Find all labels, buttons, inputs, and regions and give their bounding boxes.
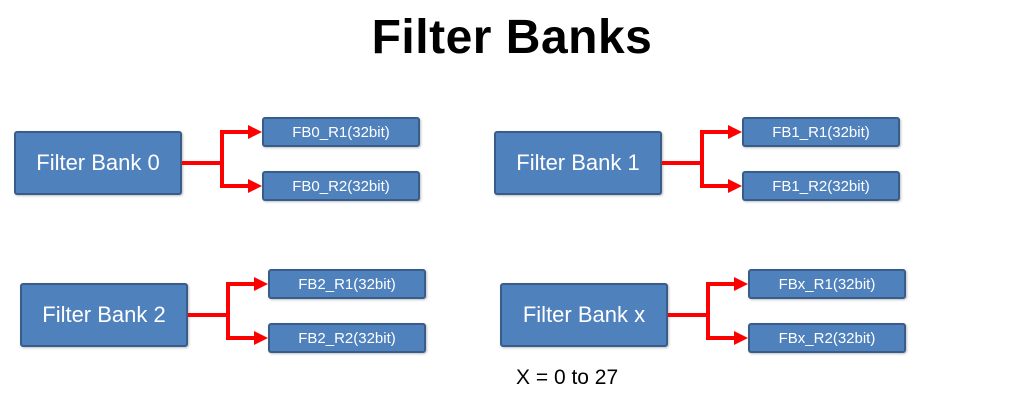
filter-bank-box: Filter Bank 2 bbox=[20, 283, 188, 347]
register-box: FBx_R1(32bit) bbox=[748, 269, 906, 299]
register-box: FB2_R1(32bit) bbox=[268, 269, 426, 299]
register-box: FB1_R1(32bit) bbox=[742, 117, 900, 147]
register-box: FB0_R2(32bit) bbox=[262, 171, 420, 201]
filter-bank-box: Filter Bank 0 bbox=[14, 131, 182, 195]
filter-bank-group-1: Filter Bank 1 FB1_R1(32bit) FB1_R2(32bit… bbox=[494, 117, 900, 201]
arrow-connector-icon bbox=[188, 277, 268, 345]
register-box: FB1_R2(32bit) bbox=[742, 171, 900, 201]
filter-bank-box: Filter Bank 1 bbox=[494, 131, 662, 195]
arrow-connector-icon bbox=[662, 125, 742, 193]
filter-bank-group-2: Filter Bank 2 FB2_R1(32bit) FB2_R2(32bit… bbox=[20, 269, 426, 353]
filter-bank-group-0: Filter Bank 0 FB0_R1(32bit) FB0_R2(32bit… bbox=[14, 117, 420, 201]
register-box: FB0_R1(32bit) bbox=[262, 117, 420, 147]
page-title: Filter Banks bbox=[371, 11, 653, 64]
filter-bank-box: Filter Bank x bbox=[500, 283, 668, 347]
register-box: FB2_R2(32bit) bbox=[268, 323, 426, 353]
filter-bank-group-x: Filter Bank x FBx_R1(32bit) FBx_R2(32bit… bbox=[500, 269, 906, 353]
range-note: X = 0 to 27 bbox=[516, 366, 619, 389]
arrow-connector-icon bbox=[668, 277, 748, 345]
arrow-connector-icon bbox=[182, 125, 262, 193]
register-box: FBx_R2(32bit) bbox=[748, 323, 906, 353]
